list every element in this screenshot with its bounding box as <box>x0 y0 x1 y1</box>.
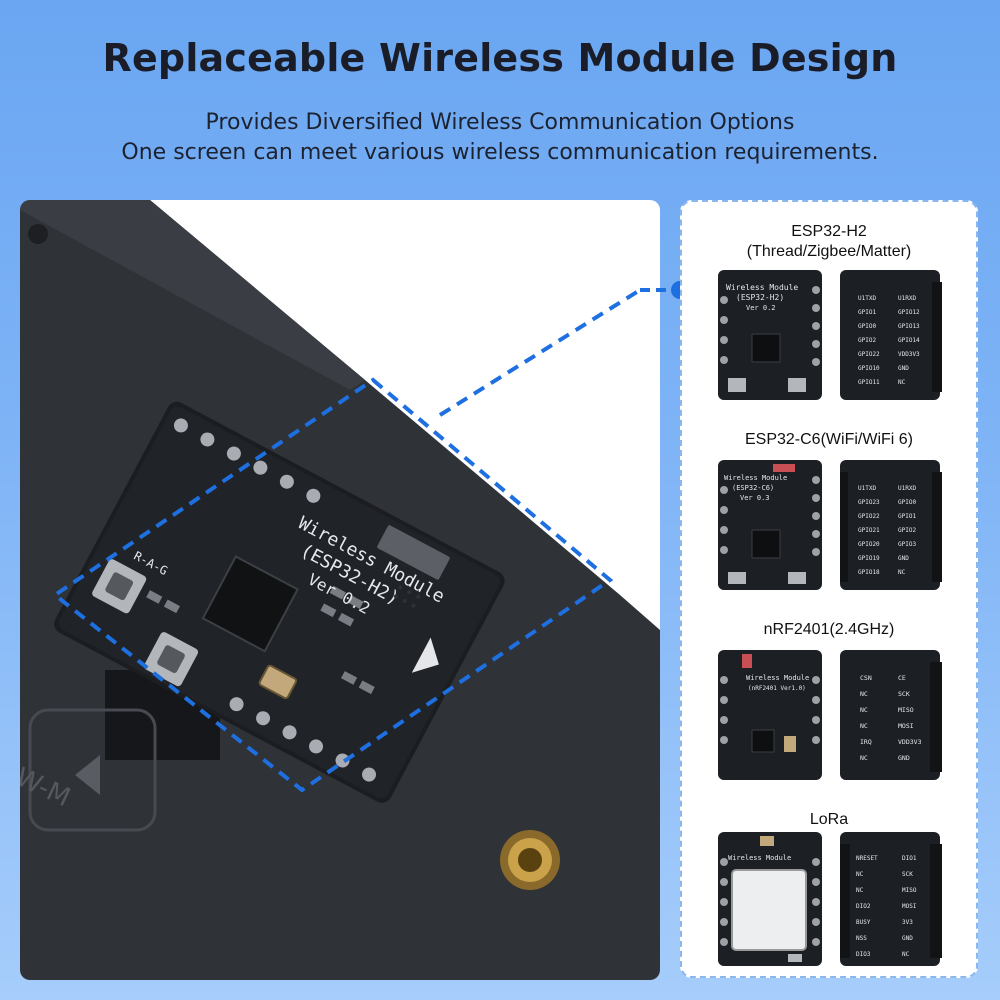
subtitle-line-2: One screen can meet various wireless com… <box>121 140 879 165</box>
module-front-text: Ver 0.3 <box>740 494 770 502</box>
pin-label: GPIO0 <box>858 323 876 330</box>
module-label-line: ESP32-C6(WiFi/WiFi 6) <box>744 431 913 448</box>
pin-label: GND <box>898 555 909 562</box>
module-label-line: ESP32-H2 <box>791 223 867 240</box>
pin-label: NC <box>860 706 868 714</box>
pin-label: MISO <box>898 706 914 714</box>
side-button-mark <box>28 708 157 832</box>
pin-label: GND <box>898 365 909 372</box>
pin-label: GPIO14 <box>898 337 920 344</box>
pin-label: GPIO0 <box>898 499 916 506</box>
module-lora-label: LoRa <box>682 810 976 830</box>
module-front-text: Wireless Module <box>728 854 791 862</box>
module-lora-back: NRESET NC NC DIO2 BUSY NSS DIO3 DIO1 SCK… <box>840 832 942 966</box>
pin-label: VDD3V3 <box>898 738 922 746</box>
module-front-text: Ver 0.2 <box>746 304 776 312</box>
pin-label: GPIO22 <box>858 351 880 358</box>
module-front-text: (ESP32-H2) <box>736 293 784 302</box>
subtitle-line-1: Provides Diversified Wireless Communicat… <box>205 110 795 135</box>
pin-label: GPIO22 <box>858 513 880 520</box>
photo-pcb-board: Wireless Module (ESP32-H2) Ver 0.2 R-A-G <box>54 401 505 803</box>
pin-label: VDD3V3 <box>898 351 920 358</box>
pin-label: GPIO1 <box>858 309 876 316</box>
pin-label: GPIO20 <box>858 541 880 548</box>
pin-label: U1TXD <box>858 295 876 302</box>
pin-label: NC <box>902 951 910 958</box>
pin-label: SCK <box>898 690 910 698</box>
module-label-line: (Thread/Zigbee/Matter) <box>746 243 912 260</box>
pin-label: U1TXD <box>858 485 876 492</box>
pin-label: U1RXD <box>898 485 916 492</box>
pin-label: IRQ <box>860 738 872 746</box>
pin-label: MOSI <box>898 722 914 730</box>
pin-label: NC <box>860 754 868 762</box>
module-esp32-h2-front: Wireless Module (ESP32-H2) Ver 0.2 <box>718 270 822 400</box>
pin-label: GPIO19 <box>858 555 880 562</box>
pin-label: GPIO23 <box>858 499 880 506</box>
pin-label: NSS <box>856 935 867 942</box>
module-esp32-c6-label: ESP32-C6(WiFi/WiFi 6) <box>682 430 976 450</box>
pin-label: CSN <box>860 674 872 682</box>
pin-label: CE <box>898 674 906 682</box>
pin-label: GND <box>902 935 913 942</box>
pin-label: NC <box>898 379 906 386</box>
pin-label: 3V3 <box>902 919 913 926</box>
device-photo: W-M <box>20 200 660 980</box>
module-front-text: Wireless Module <box>724 474 787 482</box>
pin-label: NC <box>860 690 868 698</box>
pin-label: GND <box>898 754 910 762</box>
pin-label: DIO1 <box>902 855 917 862</box>
pin-label: GPIO11 <box>858 379 880 386</box>
pin-label: BUSY <box>856 919 871 926</box>
pin-label: NC <box>856 887 864 894</box>
pin-label: GPIO10 <box>858 365 880 372</box>
module-panel: ESP32-H2 (Thread/Zigbee/Matter) Wireless… <box>680 200 978 978</box>
pin-label: GPIO18 <box>858 569 880 576</box>
pin-label: GPIO21 <box>858 527 880 534</box>
module-nrf2401-back: CSN NC NC NC IRQ NC CE SCK MISO MOSI VDD… <box>840 650 942 780</box>
module-label-line: LoRa <box>809 811 849 828</box>
module-label-line: nRF2401(2.4GHz) <box>763 621 895 638</box>
module-esp32-c6-back: U1TXD GPIO23 GPIO22 GPIO21 GPIO20 GPIO19… <box>840 460 942 590</box>
pin-label: DIO3 <box>856 951 871 958</box>
module-esp32-c6-front: Wireless Module (ESP32-C6) Ver 0.3 <box>718 460 822 590</box>
pin-label: GPIO13 <box>898 323 920 330</box>
pin-label: U1RXD <box>898 295 916 302</box>
module-front-text: Wireless Module <box>746 674 809 682</box>
pin-label: DIO2 <box>856 903 871 910</box>
module-front-text: (ESP32-C6) <box>732 484 774 492</box>
pin-label: GPIO12 <box>898 309 920 316</box>
module-front-text: Wireless Module <box>726 283 798 292</box>
module-front-text: (nRF2401 Ver1.0) <box>748 685 806 692</box>
pin-label: SCK <box>902 871 913 878</box>
pin-label: NRESET <box>856 855 878 862</box>
pin-label: MISO <box>902 887 917 894</box>
pin-label: NC <box>856 871 864 878</box>
pin-label: GPIO1 <box>898 513 916 520</box>
pin-label: GPIO3 <box>898 541 916 548</box>
module-esp32-h2-back: U1TXD GPIO1 GPIO0 GPIO2 GPIO22 GPIO10 GP… <box>840 270 942 400</box>
module-nrf2401-label: nRF2401(2.4GHz) <box>682 620 976 640</box>
module-lora-front: Wireless Module <box>718 832 822 966</box>
pin-label: NC <box>860 722 868 730</box>
pin-label: GPIO2 <box>858 337 876 344</box>
pin-label: NC <box>898 569 906 576</box>
pin-label: MOSI <box>902 903 917 910</box>
module-esp32-h2-label: ESP32-H2 (Thread/Zigbee/Matter) <box>682 222 976 262</box>
page-title: Replaceable Wireless Module Design <box>102 36 898 80</box>
pin-label: GPIO2 <box>898 527 916 534</box>
highlight-frame <box>51 377 614 793</box>
module-nrf2401-front: Wireless Module (nRF2401 Ver1.0) <box>718 650 822 780</box>
